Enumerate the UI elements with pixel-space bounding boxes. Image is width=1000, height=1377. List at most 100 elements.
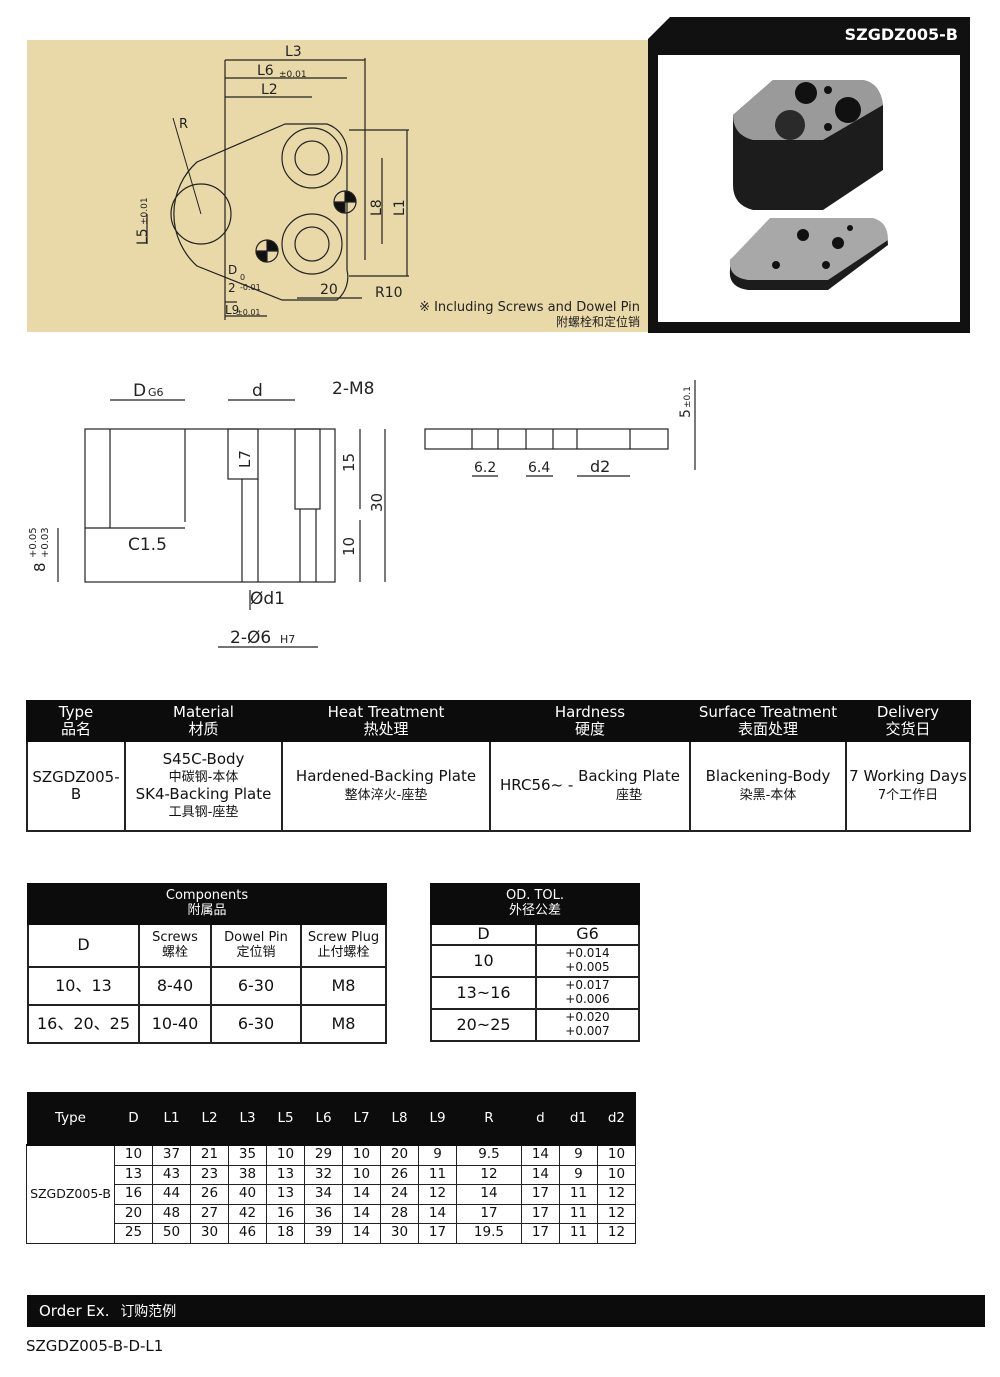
dim-cell: 9 [558,1164,598,1185]
od-col-d: D [430,923,537,946]
dim-cell: 32 [304,1164,343,1185]
dim-label-20: 20 [320,282,338,298]
dim-cell: 11 [558,1203,598,1224]
dim-cell: 17 [520,1184,560,1205]
dim-label-l3: L3 [285,44,302,60]
dim-cell: 16 [266,1203,305,1224]
header-surface: Surface Treatment [698,702,838,721]
dim-cell: 20 [380,1144,419,1166]
dim-label-15: 15 [340,453,358,472]
dim-label-l1: L1 [392,199,408,216]
order-example-bar: Order Ex. 订购范例 [27,1295,985,1327]
dim-cell: 14 [342,1184,381,1205]
dim-label-62: 6.2 [474,460,496,476]
od-row: 10+0.014+0.005 [430,944,640,978]
hardness-value: HRC56~ - [500,776,574,795]
dim-cell: 50 [152,1223,191,1244]
header-heat: Heat Treatment [327,702,445,721]
components-col-d: D [27,923,140,968]
section-view-drawing: D G6 d 2-M8 L7 15 30 10 C1.5 8 +0.05 +0.… [28,379,696,648]
dim-cell: 36 [304,1203,343,1224]
dim-cell: 14 [342,1203,381,1224]
dim-header-l7: L7 [342,1092,381,1146]
dim-cell: 16 [114,1184,153,1205]
dim-cell: 9 [558,1144,598,1166]
dim-header-l8: L8 [380,1092,419,1146]
dim-cell: 9 [418,1144,457,1166]
dim-label-30: 30 [368,493,386,512]
dim-cell: 44 [152,1184,191,1205]
dim-cell: 12 [456,1164,522,1185]
dim-cell: 17 [520,1223,560,1244]
dim-tol-plate: ±0.1 [683,386,693,408]
dim-cell: 12 [596,1223,637,1244]
dim-tol-l6: ±0.01 [279,70,307,80]
surface-en: Blackening-Body [705,767,831,786]
dim-cell: 13 [114,1164,153,1185]
dim-cell: 14 [520,1144,560,1166]
heat-en: Hardened-Backing Plate [295,767,477,786]
dim-cell: 14 [456,1184,522,1205]
dim-label-r10: R10 [375,285,403,301]
dim-cell: 10 [342,1164,381,1185]
material-body-cn: 中碳钢-本体 [168,770,239,786]
dim-cell: 14 [418,1203,457,1224]
spec-material: S45C-Body 中碳钢-本体 SK4-Backing Plate 工具钢-座… [124,740,283,832]
dim-label-d: D [228,263,237,277]
dim-cell: 11 [558,1184,598,1205]
note-cn: 附螺栓和定位销 [556,314,640,329]
dim-header-l2: L2 [190,1092,229,1146]
header-surface-cn: 表面处理 [737,720,798,738]
dim-header-l9: L9 [418,1092,457,1146]
header-delivery: Delivery [876,702,940,721]
dim-cell: 20 [114,1203,153,1224]
dim-header-type: Type [26,1092,115,1146]
dim-type-cell: SZGDZ005-B [26,1144,115,1244]
dim-label-l8: L8 [369,199,385,216]
dim-tol-l5: ±0.01 [140,197,150,225]
od-title-cn: 外径公差 [508,903,561,918]
dim-cell: 10 [596,1164,637,1185]
dim-cell: 30 [190,1223,229,1244]
dim-cell: 10 [266,1144,305,1166]
dim-label-l7: L7 [236,450,254,468]
dim-header-l5: L5 [266,1092,305,1146]
note-en: ※ Including Screws and Dowel Pin [419,300,640,315]
material-plate-cn: 工具钢-座垫 [168,805,239,821]
dim-label-64: 6.4 [528,460,550,476]
heat-cn: 整体淬火-座垫 [344,787,428,803]
hardness-en: Backing Plate [578,767,680,786]
dim-label-10: 10 [340,537,358,556]
dim-cell: 11 [418,1164,457,1185]
dim-label-m8: 2-M8 [332,379,374,399]
dim-label-l6: L6 [257,63,274,79]
dim-tol-plus: +0.05 [28,527,39,558]
dim-cell: 28 [380,1203,419,1224]
dim-tol-minus: +0.03 [40,527,51,558]
dim-tol-l9: ±0.01 [236,308,261,317]
order-example-code: SZGDZ005-B-D-L1 [26,1337,164,1355]
dim-cell: 34 [304,1184,343,1205]
dim-label-d2: d2 [590,457,610,476]
dim-cell: 23 [190,1164,229,1185]
dim-tol-half-bottom: -0.01 [240,283,261,292]
dim-cell: 11 [558,1223,598,1244]
dim-cell: 10 [342,1144,381,1166]
dim-cell: 12 [418,1184,457,1205]
header-delivery-cn: 交货日 [885,720,931,738]
dim-cell: 29 [304,1144,343,1166]
product-photo [658,55,960,322]
dim-cell: 12 [596,1203,637,1224]
dim-cell: 48 [152,1203,191,1224]
